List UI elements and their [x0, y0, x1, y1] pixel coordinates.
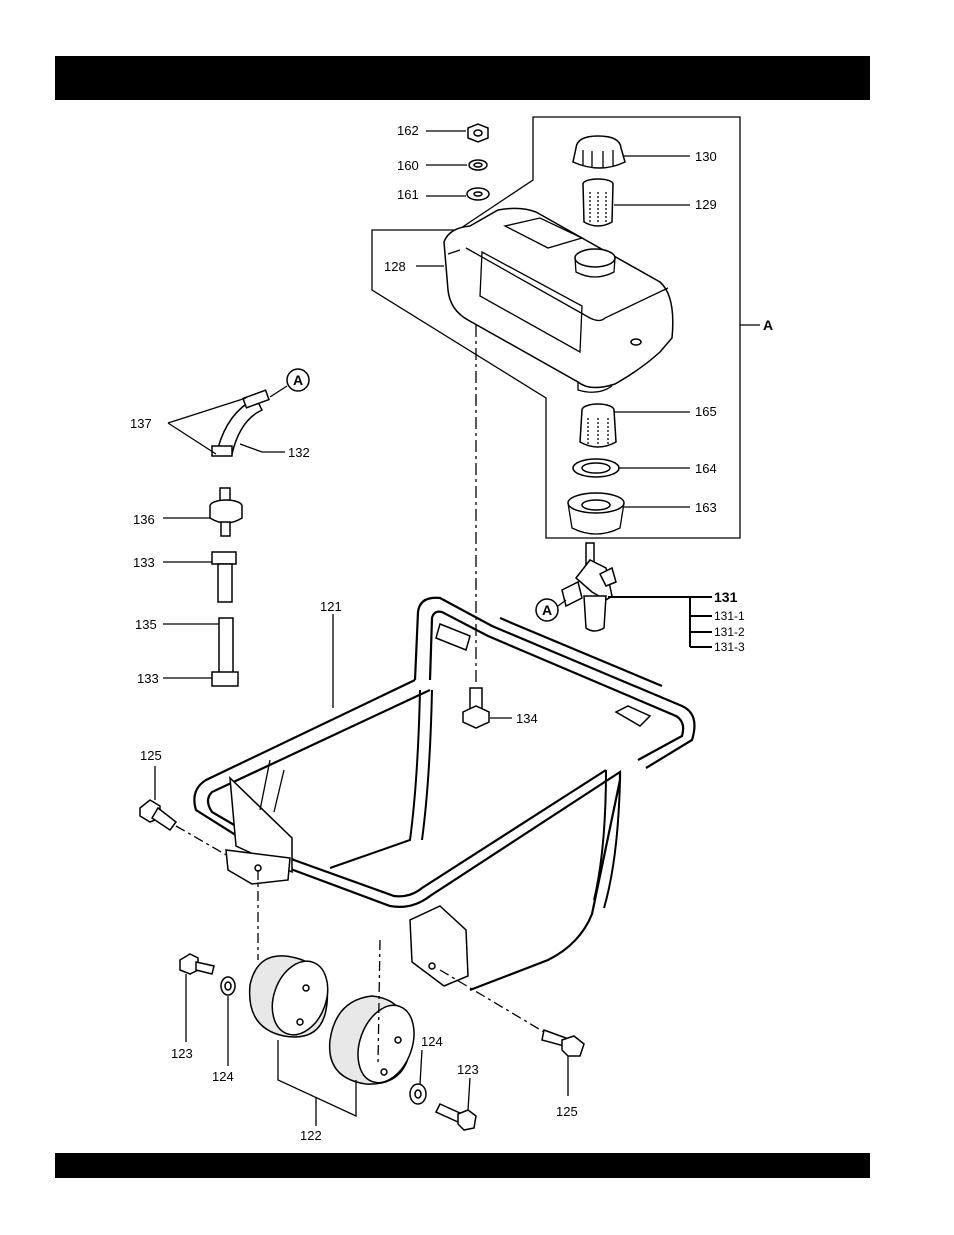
vibration-mount-122-left: [250, 953, 338, 1042]
label-123-left: 123: [171, 1046, 193, 1061]
fuel-cock-131: [562, 543, 616, 631]
bolt-123-right: [436, 1104, 476, 1130]
bolt-123-left: [180, 954, 214, 974]
label-133-bottom: 133: [137, 671, 159, 686]
label-124-left: 124: [212, 1069, 234, 1084]
inline-filter-136: [210, 488, 242, 536]
lockwasher-160: [469, 160, 487, 170]
label-129: 129: [695, 197, 717, 212]
label-133-top: 133: [133, 555, 155, 570]
fuel-cap-130: [573, 136, 625, 168]
gasket-164: [573, 459, 619, 477]
frame-121: [194, 598, 694, 990]
label-130: 130: [695, 149, 717, 164]
label-134: 134: [516, 711, 538, 726]
hose-clamp-133-upper: [212, 552, 236, 602]
label-165: 165: [695, 404, 717, 419]
label-163: 163: [695, 500, 717, 515]
label-124-right: 124: [421, 1034, 443, 1049]
bolt-125-left: [140, 800, 176, 830]
drain-cup-163: [568, 493, 624, 534]
label-135: 135: [135, 617, 157, 632]
label-callout-a-top: A: [293, 372, 303, 388]
fuel-tank-128: [444, 208, 673, 392]
bolt-134: [463, 688, 489, 728]
label-131-3: 131-3: [714, 640, 745, 654]
fuel-hose-135: [219, 618, 233, 676]
label-123-right: 123: [457, 1062, 479, 1077]
label-131: 131: [714, 589, 738, 605]
label-callout-a-right: A: [542, 602, 552, 618]
label-128: 128: [384, 259, 406, 274]
label-125-left: 125: [140, 748, 162, 763]
vibration-mount-122-right: [330, 996, 424, 1090]
label-162: 162: [397, 123, 419, 138]
label-132: 132: [288, 445, 310, 460]
label-136: 136: [133, 512, 155, 527]
washer-161: [467, 188, 489, 200]
bolt-125-right: [542, 1030, 584, 1056]
label-131-1: 131-1: [714, 609, 745, 623]
washer-124-left: [221, 977, 235, 995]
nut-162: [468, 124, 488, 142]
label-137: 137: [130, 416, 152, 431]
label-131-2: 131-2: [714, 625, 745, 639]
hose-clamp-133-lower: [212, 672, 238, 686]
label-group-a: A: [763, 317, 773, 333]
label-121: 121: [320, 599, 342, 614]
label-164: 164: [695, 461, 717, 476]
washer-124-right: [410, 1084, 426, 1104]
label-160: 160: [397, 158, 419, 173]
label-122: 122: [300, 1128, 322, 1143]
label-161: 161: [397, 187, 419, 202]
strainer-129: [583, 179, 613, 226]
filter-screen-165: [580, 404, 616, 447]
label-125-right: 125: [556, 1104, 578, 1119]
